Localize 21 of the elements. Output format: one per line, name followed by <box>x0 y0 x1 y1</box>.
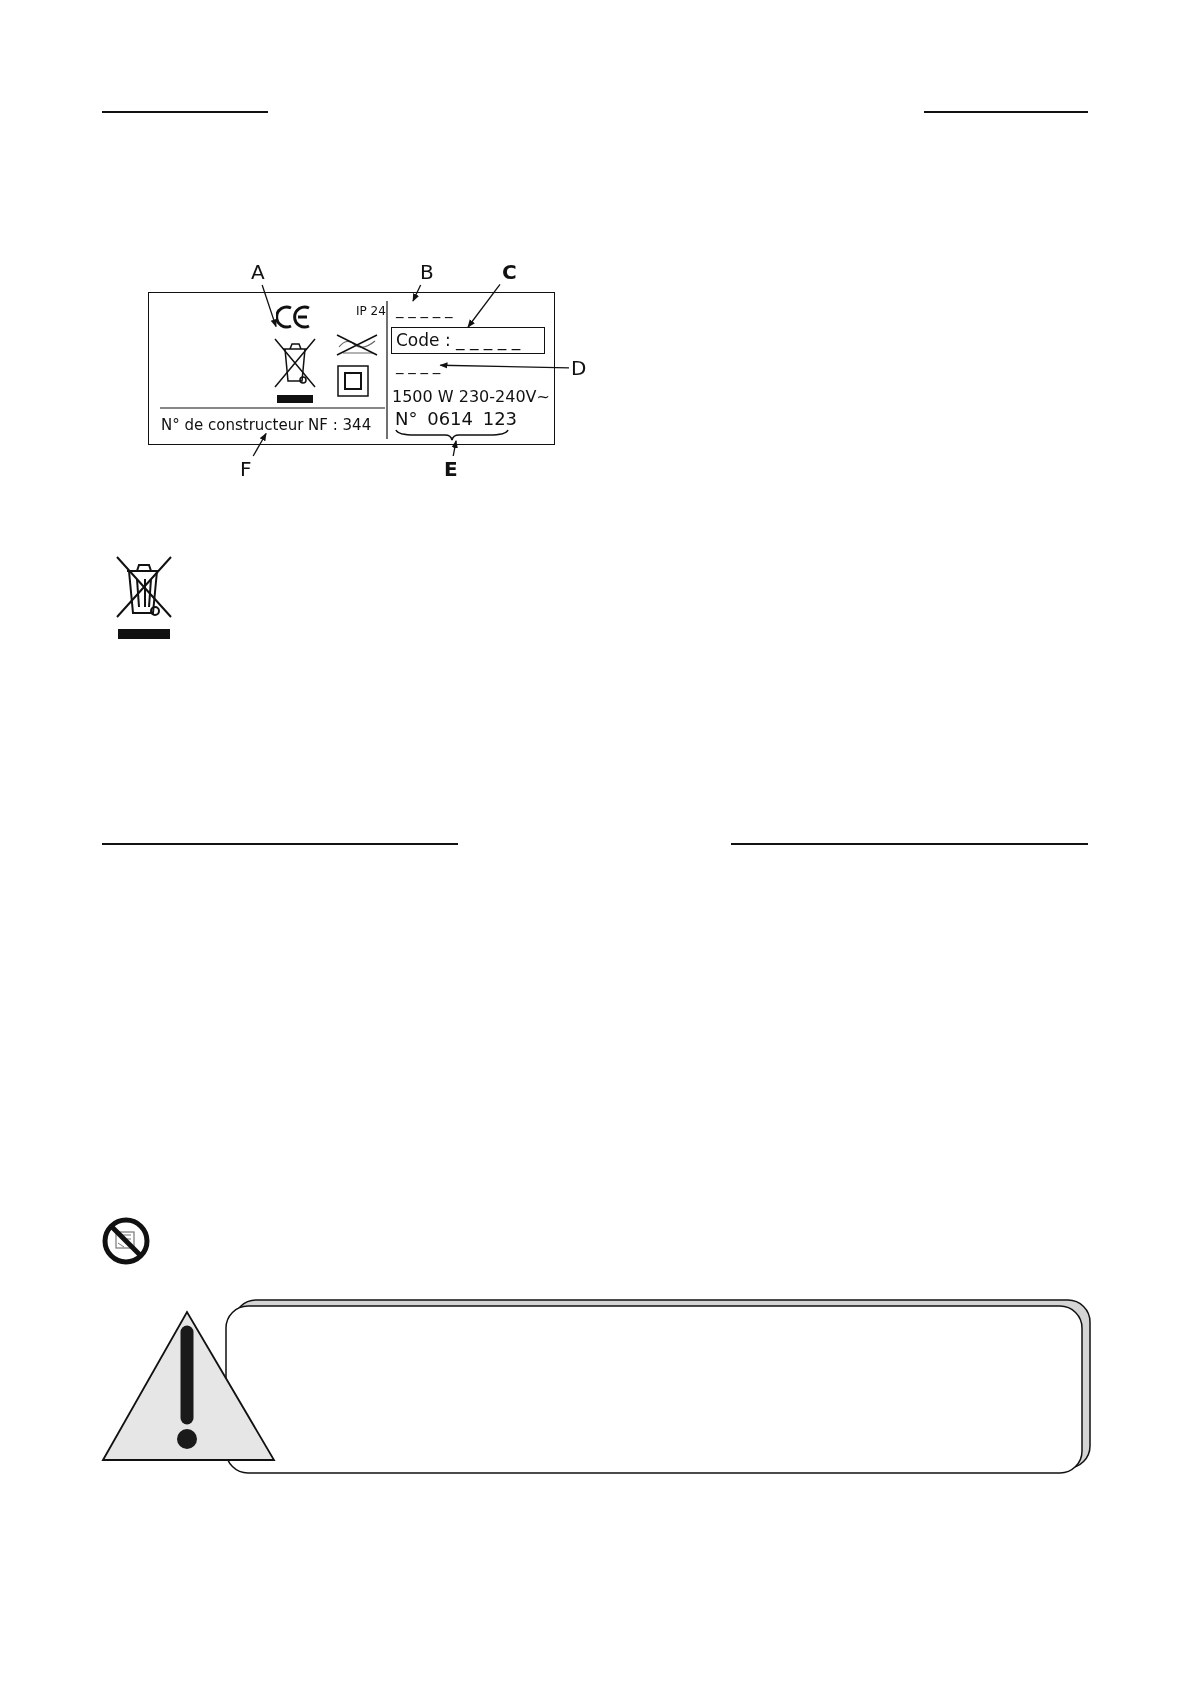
callout-letter: B <box>420 261 434 283</box>
callout-letter: C <box>502 261 517 283</box>
code-field: Code : _ _ _ _ _ <box>391 327 545 354</box>
callout-letter: D <box>571 357 587 379</box>
rating-plate <box>148 292 555 445</box>
callout-letter: E <box>444 458 458 480</box>
callout-letter: F <box>240 458 252 480</box>
leader-arrow <box>261 284 277 328</box>
spec-text: IP 24 <box>356 305 386 319</box>
leader-arrow <box>412 284 422 302</box>
leader-arrow <box>467 283 501 328</box>
callout-letter: A <box>251 261 265 283</box>
placeholder-text: _ _ _ _ <box>396 357 441 374</box>
serial-number: N° 0614 123 <box>395 409 518 429</box>
placeholder-text: _ _ _ _ _ <box>396 301 453 318</box>
leader-arrow <box>451 440 458 457</box>
leader-arrow <box>252 432 267 457</box>
ce-mark-icon <box>276 305 312 329</box>
leader-arrow <box>439 362 570 369</box>
manufacturer-number: N° de constructeur NF : 344 <box>161 417 372 434</box>
rating-text: 1500 W 230-240V~ <box>392 388 550 406</box>
